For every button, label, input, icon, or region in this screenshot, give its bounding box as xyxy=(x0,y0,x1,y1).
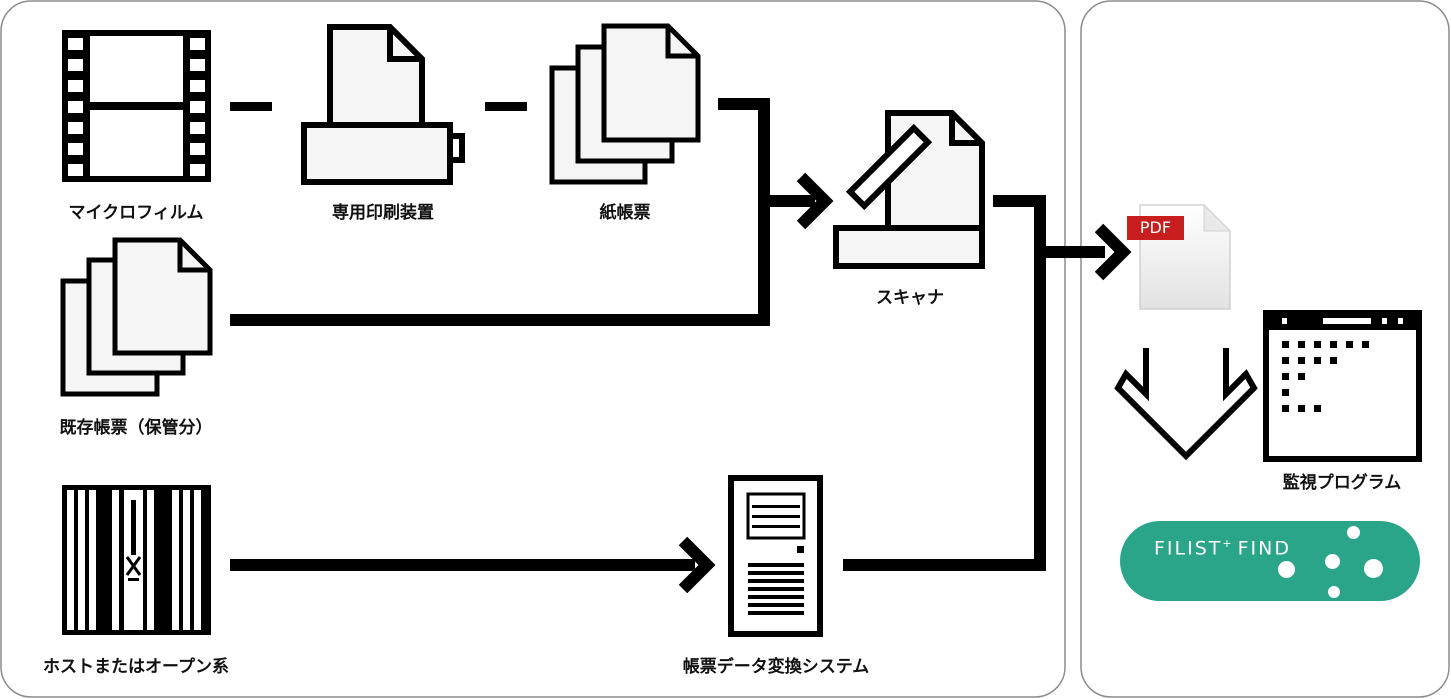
logo-product: FIND xyxy=(1237,537,1291,560)
system-to-pdf-line xyxy=(843,195,1046,571)
label-monitor-program: 監視プログラム xyxy=(1282,473,1402,493)
label-printer: 専用印刷装置 xyxy=(332,203,434,223)
arrow-to-pdf xyxy=(1094,223,1132,281)
arrow-to-system xyxy=(678,536,716,594)
connector-dash-2 xyxy=(485,102,527,111)
label-existing-forms: 既存帳票（保管分） xyxy=(59,418,213,438)
filist-find-logo: FILIST+ FIND xyxy=(1120,521,1420,601)
logo-dot xyxy=(1347,526,1360,539)
arrow-to-scanner xyxy=(796,172,834,230)
pdf-file-icon xyxy=(1127,203,1232,310)
existing-forms-icon xyxy=(60,237,213,397)
label-host: ホストまたはオープン系 xyxy=(43,657,229,677)
existing-to-scanner-line xyxy=(230,201,770,326)
logo-plus: + xyxy=(1222,537,1232,550)
logo-name: FILIST xyxy=(1154,537,1223,560)
paper-forms-icon xyxy=(549,23,701,185)
printer-icon xyxy=(301,24,465,185)
scanner-icon xyxy=(833,110,985,269)
logo-dot xyxy=(1364,559,1383,578)
label-microfilm: マイクロフィルム xyxy=(68,203,204,223)
logo-dot xyxy=(1325,554,1340,569)
logo-dot xyxy=(1278,561,1295,578)
arrowheads xyxy=(678,172,1132,594)
label-form-system: 帳票データ変換システム xyxy=(682,657,870,677)
form-system-server-icon xyxy=(728,475,823,637)
pdf-badge: PDF xyxy=(1139,218,1172,237)
flow-lines xyxy=(230,98,1105,571)
connector-dash-1 xyxy=(230,102,272,111)
label-paper-forms: 紙帳票 xyxy=(599,203,651,223)
logo-dot xyxy=(1328,586,1340,598)
label-scanner: スキャナ xyxy=(876,288,944,308)
monitor-window-icon xyxy=(1263,310,1422,462)
host-server-icon xyxy=(62,485,211,635)
microfilm-icon xyxy=(62,30,211,182)
logo-text: FILIST+ FIND xyxy=(1154,537,1291,559)
paper-to-scanner-line xyxy=(718,98,815,207)
download-arrow-icon xyxy=(1114,348,1258,461)
